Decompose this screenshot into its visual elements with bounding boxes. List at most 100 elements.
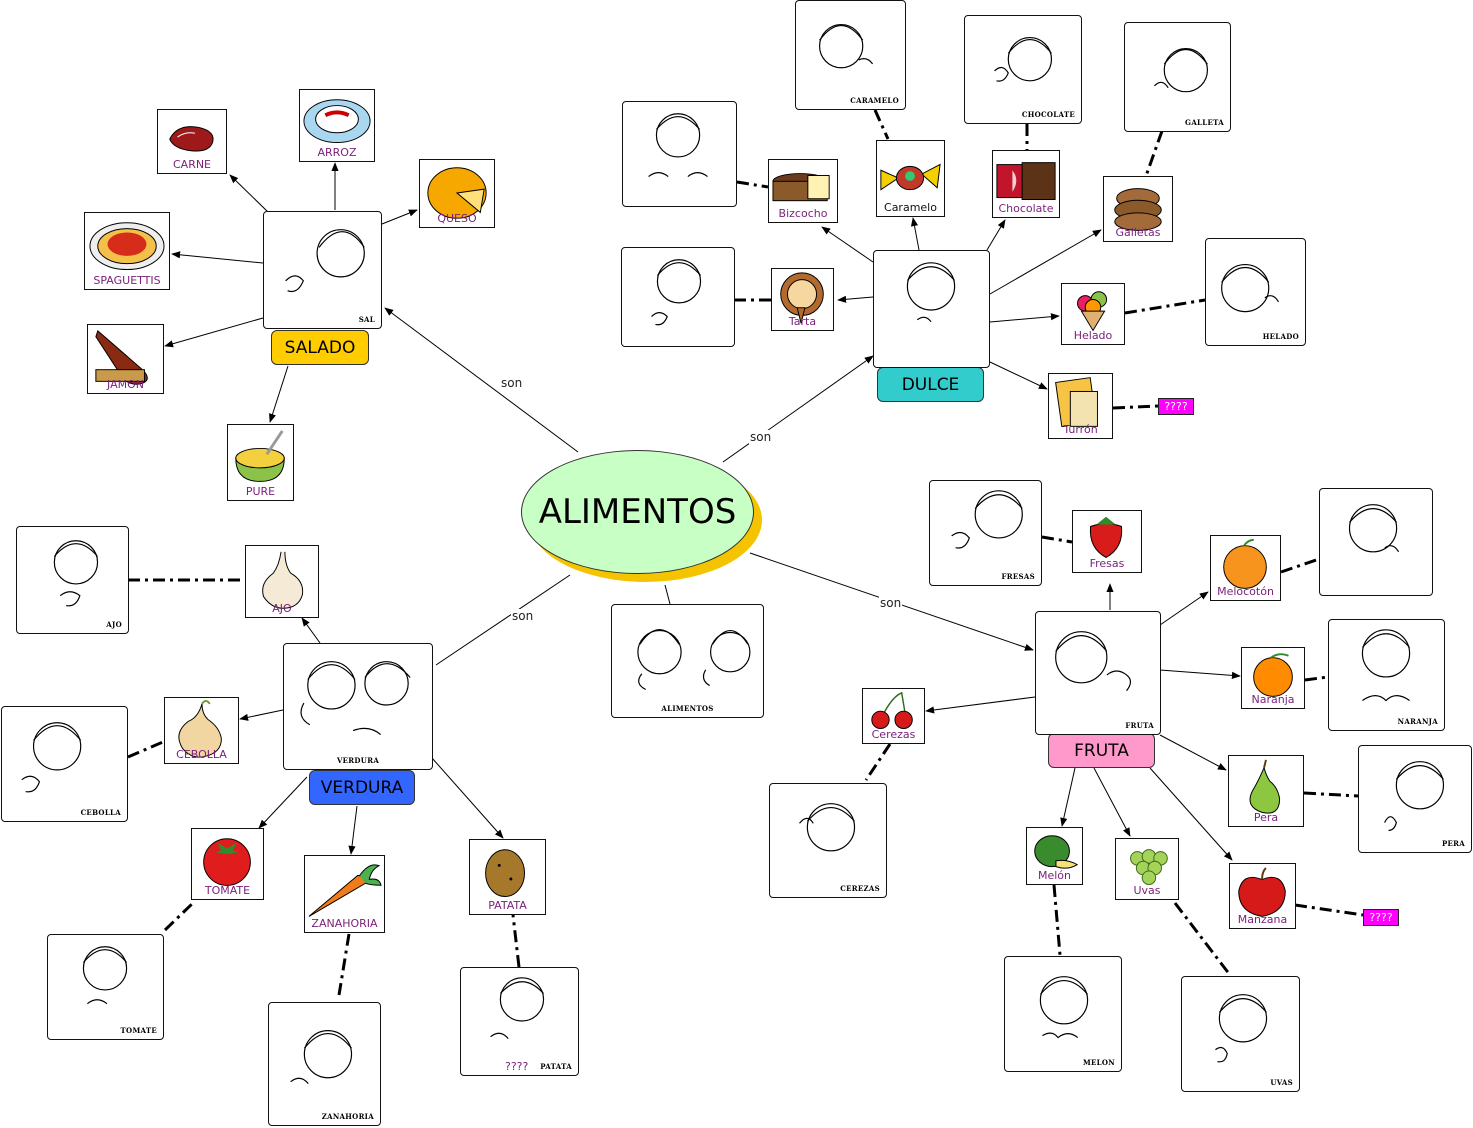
sign-card-verdura[interactable]: VERDURA: [283, 643, 433, 770]
food-label: Naranja: [1251, 693, 1295, 706]
food-label: Pera: [1253, 811, 1279, 824]
sign-caption: TOMATE: [120, 1026, 157, 1035]
food-melon[interactable]: Melón: [1026, 827, 1083, 885]
sign-caption: MELON: [1082, 1058, 1115, 1067]
central-node[interactable]: ALIMENTOS: [521, 450, 762, 582]
food-carne[interactable]: CARNE: [157, 109, 227, 174]
sign-card-helado[interactable]: HELADO: [1205, 238, 1306, 346]
signing-child-icon: [300, 661, 411, 736]
sign-card-ajo[interactable]: AJO: [16, 526, 129, 634]
food-naranja[interactable]: Naranja: [1241, 647, 1305, 709]
sign-card-tarta[interactable]: [621, 247, 735, 347]
food-turron[interactable]: Turrón: [1048, 373, 1113, 439]
sign-card-uvas[interactable]: UVAS: [1181, 976, 1300, 1092]
arrow-links: [164, 162, 1241, 861]
food-tarta[interactable]: Tarta: [771, 268, 834, 331]
food-label: JAMON: [107, 378, 144, 391]
tomato-icon: [203, 838, 251, 886]
food-label: Melón: [1037, 869, 1072, 882]
link-label-salado: son: [500, 376, 524, 390]
sign-card-caramelo[interactable]: CARAMELO: [795, 0, 906, 110]
food-patata[interactable]: PATATA: [469, 839, 546, 915]
signing-child-icon: [951, 490, 1023, 549]
sign-card-cerezas[interactable]: CEREZAS: [769, 783, 887, 898]
signing-child-icon: [1384, 761, 1445, 831]
food-queso[interactable]: QUESO: [419, 159, 495, 228]
sign-card-sal[interactable]: SAL: [263, 211, 382, 329]
food-label: Turrón: [1063, 423, 1098, 436]
sign-card-melocoton[interactable]: [1319, 488, 1433, 596]
signing-child-icon: [490, 977, 545, 1040]
signing-child-icon: [1039, 976, 1089, 1039]
food-uvas[interactable]: Uvas: [1115, 838, 1179, 900]
food-label: AJO: [272, 602, 292, 615]
sign-card-melon[interactable]: MELON: [1004, 956, 1122, 1072]
category-fruta[interactable]: FRUTA: [1048, 733, 1155, 768]
food-spaguettis[interactable]: SPAGUETTIS: [84, 212, 170, 290]
category-verdura[interactable]: VERDURA: [309, 770, 415, 805]
sign-card-naranja[interactable]: NARANJA: [1328, 619, 1445, 731]
signing-child-icon: [818, 23, 874, 69]
sign-card-alimentos[interactable]: ALIMENTOS: [611, 604, 764, 718]
meat-icon: [169, 126, 214, 152]
sign-card-chocolate[interactable]: CHOCOLATE: [964, 15, 1082, 124]
potato-icon: [485, 849, 526, 897]
sign-caption: NARANJA: [1397, 717, 1438, 726]
food-pera[interactable]: Pera: [1228, 755, 1304, 827]
food-cerezas[interactable]: Cerezas: [862, 688, 925, 744]
unknown-sign-manzana[interactable]: ????: [1363, 909, 1399, 926]
signing-child-icon: [994, 37, 1053, 82]
food-galletas[interactable]: Galletas: [1103, 176, 1173, 242]
food-caramelo[interactable]: Caramelo: [876, 140, 945, 217]
food-manzana[interactable]: Manzana: [1229, 863, 1296, 929]
cookies-icon: [1114, 188, 1162, 231]
sign-card-patata[interactable]: PATATA ????: [460, 967, 579, 1076]
food-cebolla[interactable]: CEBOLLA: [164, 697, 239, 764]
sign-caption: ZANAHORIA: [321, 1112, 374, 1121]
ham-icon: [95, 329, 148, 385]
food-jamon[interactable]: JAMON: [87, 324, 164, 394]
ice-cream-icon: [1077, 291, 1108, 332]
food-chocolate[interactable]: Chocolate: [992, 150, 1060, 218]
food-label: Caramelo: [884, 201, 937, 214]
apple-icon: [1238, 867, 1286, 917]
sign-card-fruta[interactable]: FRUTA: [1035, 611, 1161, 735]
sign-card-tomate[interactable]: TOMATE: [47, 934, 164, 1040]
sign-card-pera[interactable]: PERA: [1358, 745, 1472, 853]
sign-caption: SAL: [358, 315, 375, 324]
food-arroz[interactable]: ARROZ: [299, 89, 375, 162]
food-label: PATATA: [488, 899, 527, 912]
food-melocoton[interactable]: Melocotón: [1210, 535, 1281, 601]
signing-child-icon: [906, 262, 956, 323]
sign-caption: FRUTA: [1125, 721, 1154, 730]
food-helado[interactable]: Helado: [1061, 283, 1125, 345]
unknown-sign-turron[interactable]: ????: [1158, 398, 1194, 415]
sign-card-dulce[interactable]: [873, 250, 990, 368]
chocolate-icon: [996, 162, 1056, 201]
sign-caption: PATATA: [540, 1062, 572, 1071]
food-label: Chocolate: [998, 202, 1054, 215]
sign-card-zanahoria[interactable]: ZANAHORIA: [268, 1002, 381, 1126]
sign-card-cebolla[interactable]: CEBOLLA: [1, 706, 128, 822]
signing-child-icon: [651, 259, 702, 326]
food-label: ZANAHORIA: [311, 917, 378, 930]
food-label: ARROZ: [317, 146, 357, 159]
food-zanahoria[interactable]: ZANAHORIA: [304, 855, 385, 933]
food-pure[interactable]: PURE: [227, 424, 294, 501]
category-salado[interactable]: SALADO: [271, 330, 369, 365]
carrot-icon: [308, 864, 382, 917]
melon-icon: [1034, 835, 1079, 869]
category-dulce[interactable]: DULCE: [877, 367, 984, 402]
signing-child-icon: [637, 628, 751, 691]
food-ajo[interactable]: AJO: [245, 545, 319, 618]
signing-child-icon: [1055, 631, 1132, 692]
sign-caption: PERA: [1441, 839, 1465, 848]
sign-card-bizcocho[interactable]: [622, 101, 737, 207]
food-fresas[interactable]: Fresas: [1072, 510, 1142, 573]
sign-card-fresas[interactable]: FRESAS: [929, 480, 1042, 586]
food-bizcocho[interactable]: Bizcocho: [768, 159, 838, 223]
sign-card-galleta[interactable]: GALLETA: [1124, 22, 1231, 132]
food-tomate[interactable]: TOMATE: [191, 828, 264, 900]
sign-caption: CARAMELO: [850, 96, 899, 105]
